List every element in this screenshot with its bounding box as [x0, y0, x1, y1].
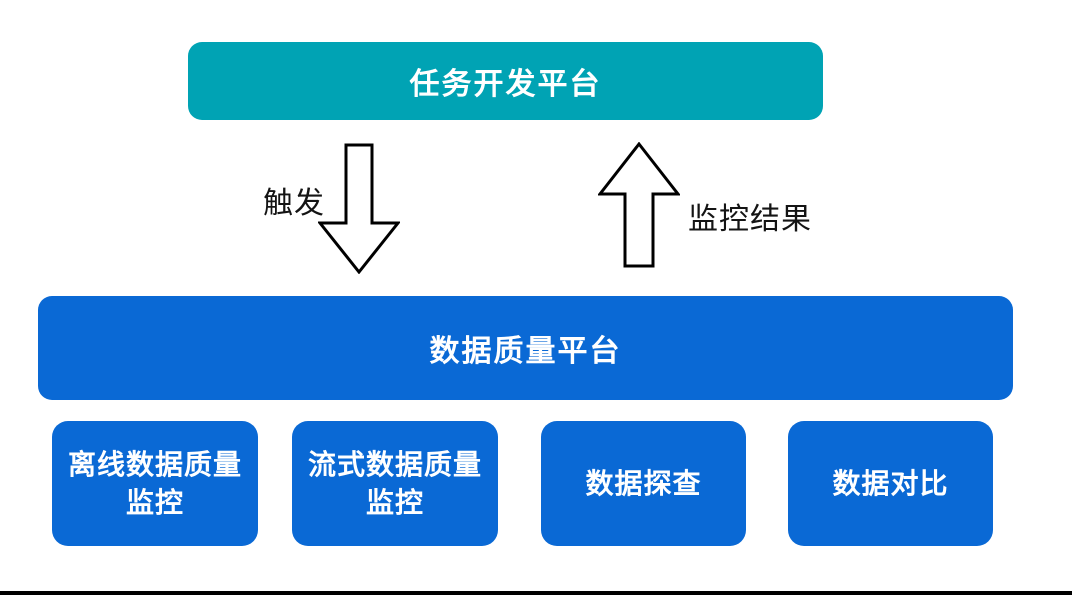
node-data-comparison: 数据对比	[788, 421, 993, 546]
node-data-quality-platform-label: 数据质量平台	[429, 334, 622, 369]
arrow-up-icon	[598, 142, 680, 268]
module-label: 数据对比	[832, 466, 949, 500]
arrow-down-icon	[318, 143, 400, 274]
module-label: 流式数据质量监控	[307, 447, 482, 519]
node-data-exploration: 数据探查	[541, 421, 746, 546]
node-data-quality-platform: 数据质量平台	[38, 296, 1013, 400]
monitor-result-flow-label: 监控结果	[688, 202, 812, 237]
trigger-flow-label: 触发	[263, 186, 325, 221]
bottom-border-line	[0, 591, 1072, 595]
module-label: 离线数据质量监控	[67, 447, 242, 519]
node-streaming-data-quality-monitoring: 流式数据质量监控	[292, 421, 498, 546]
node-task-dev-platform-label: 任务开发平台	[409, 67, 602, 102]
node-offline-data-quality-monitoring: 离线数据质量监控	[52, 421, 258, 546]
node-task-dev-platform: 任务开发平台	[188, 42, 823, 120]
module-label: 数据探查	[585, 466, 702, 500]
